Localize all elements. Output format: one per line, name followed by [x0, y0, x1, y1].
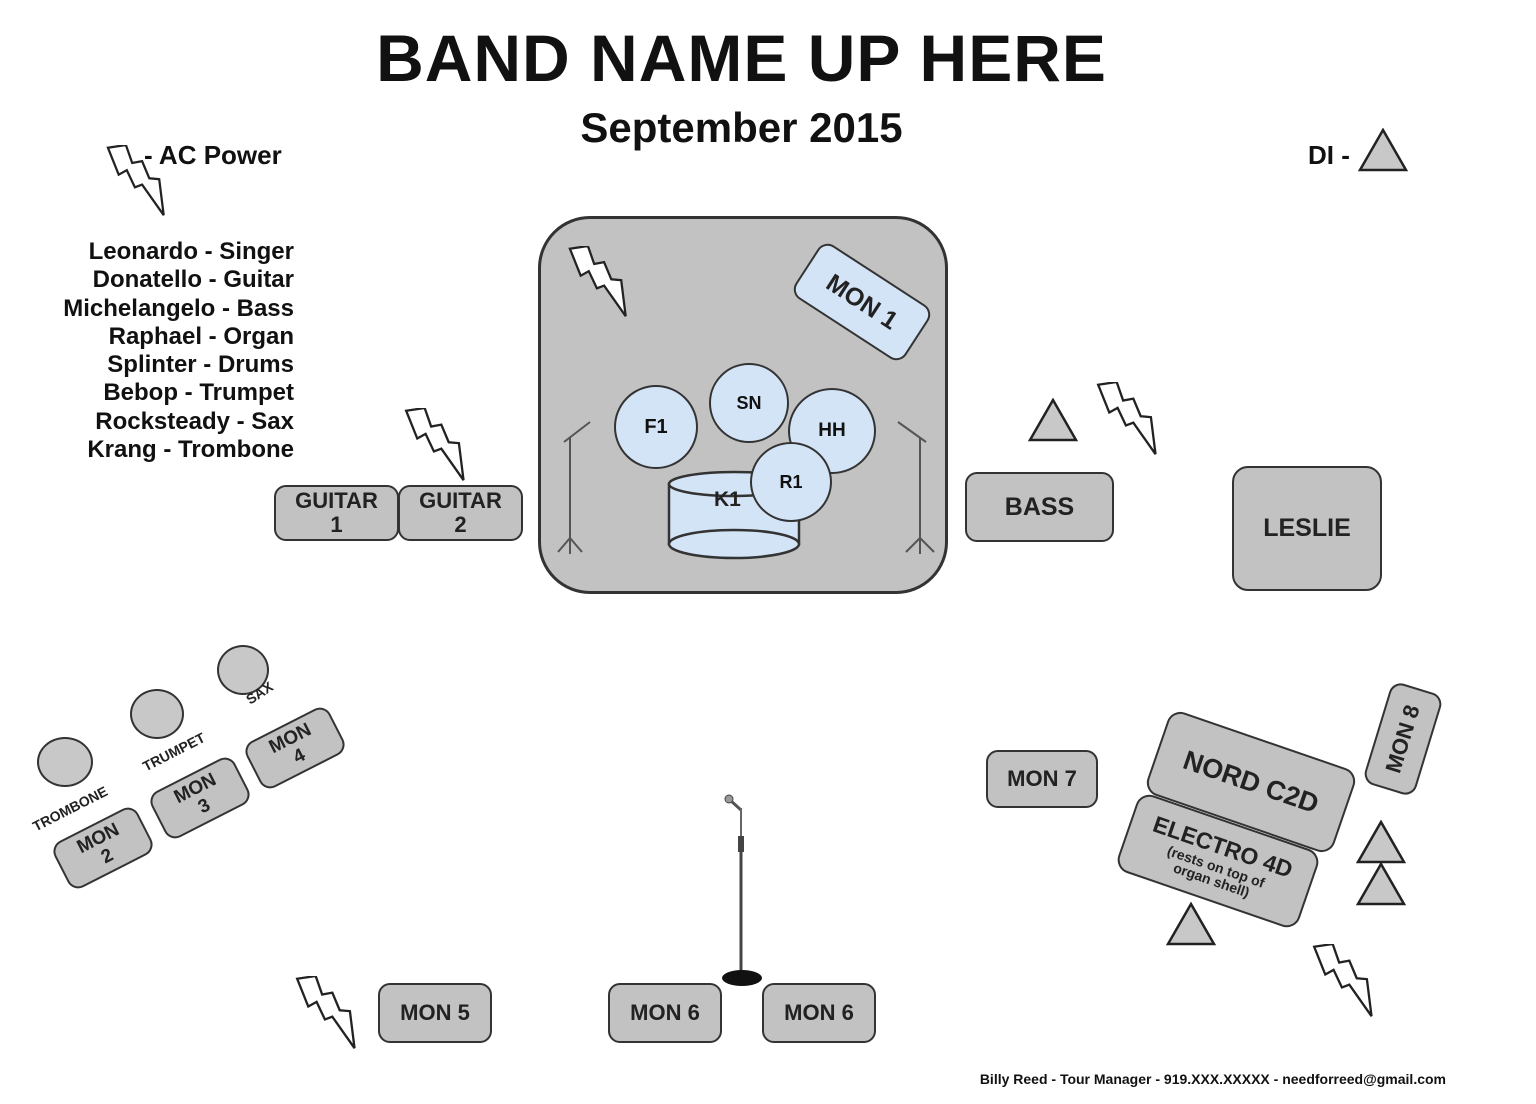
member-item: Raphael - Organ [108, 322, 294, 350]
footer-contact: Billy Reed - Tour Manager - 919.XXX.XXXX… [979, 1071, 1446, 1087]
legend-di: DI - [1308, 140, 1350, 170]
mon6b-label: MON 6 [784, 1000, 854, 1025]
member-item: Michelangelo - Bass [63, 294, 294, 322]
page-date: September 2015 [580, 104, 903, 151]
kick-label: K1 [714, 488, 741, 511]
cymbal-stand-icon [557, 421, 591, 554]
mon6a-label: MON 6 [630, 1000, 700, 1025]
nord-label: NORD C2D [1179, 744, 1323, 819]
mon5-label: MON 5 [400, 1000, 470, 1025]
lightning-icon [564, 246, 628, 318]
lightning-icon [1308, 944, 1374, 1018]
floor-tom: F1 [614, 385, 698, 469]
guitar-amp-2: GUITAR 2 [398, 485, 523, 541]
mon3-number: 3 [194, 794, 214, 819]
guitar2-label: GUITAR [419, 488, 502, 513]
member-item: Donatello - Guitar [92, 266, 294, 294]
monitor-mon7: MON 7 [986, 750, 1098, 808]
monitor-mon4: MON 4 [241, 703, 349, 793]
bass-amp: BASS [965, 472, 1114, 542]
di-triangle-icon [1028, 398, 1078, 442]
member-list: Leonardo - Singer Donatello - Guitar Mic… [63, 238, 294, 464]
monitor-mon3: MON 3 [146, 753, 254, 843]
trombone-position [37, 737, 93, 787]
member-item: Leonardo - Singer [88, 238, 294, 265]
sax-position [217, 645, 269, 695]
ride-label: R1 [779, 471, 803, 492]
monitor-mon8: MON 8 [1361, 680, 1445, 798]
member-item: Krang - Trombone [87, 436, 294, 464]
mon2-number: 2 [97, 844, 117, 869]
guitar1-number: 1 [330, 512, 343, 537]
trumpet-position [130, 689, 184, 739]
di-triangle-icon [1356, 820, 1406, 864]
member-item: Splinter - Drums [107, 351, 294, 379]
cymbal-stand-icon [897, 421, 935, 554]
mon8-label: MON 8 [1380, 701, 1425, 776]
di-triangle-icon [1358, 128, 1408, 172]
guitar2-number: 2 [454, 512, 467, 537]
di-triangle-icon [1166, 902, 1216, 946]
legend-ac-power: - AC Power [144, 140, 282, 170]
snare-label: SN [736, 392, 762, 413]
mon4-number: 4 [289, 744, 309, 769]
lightning-icon [400, 408, 466, 482]
guitar1-label: GUITAR [295, 488, 378, 513]
mic-stand-icon [722, 794, 762, 986]
member-item: Rocksteady - Sax [95, 407, 294, 435]
di-triangle-icon [1356, 862, 1406, 906]
lightning-icon [291, 976, 357, 1050]
snare: SN [709, 363, 789, 443]
page-title: BAND NAME UP HERE [376, 21, 1107, 95]
mon7-label: MON 7 [1007, 766, 1077, 791]
bass-label: BASS [1004, 492, 1075, 521]
hihat-label: HH [818, 420, 846, 441]
guitar-amp-1: GUITAR 1 [274, 485, 399, 541]
leslie-label: LESLIE [1263, 514, 1351, 542]
leslie-cabinet: LESLIE [1232, 466, 1382, 591]
floor-tom-label: F1 [644, 415, 668, 438]
monitor-mon6-left: MON 6 [608, 983, 722, 1043]
ride-cymbal: R1 [750, 442, 832, 522]
monitor-mon6-right: MON 6 [762, 983, 876, 1043]
hihat: HH [788, 388, 876, 474]
monitor-mon5: MON 5 [378, 983, 492, 1043]
lightning-icon [1092, 382, 1158, 456]
member-item: Bebop - Trumpet [103, 379, 294, 407]
